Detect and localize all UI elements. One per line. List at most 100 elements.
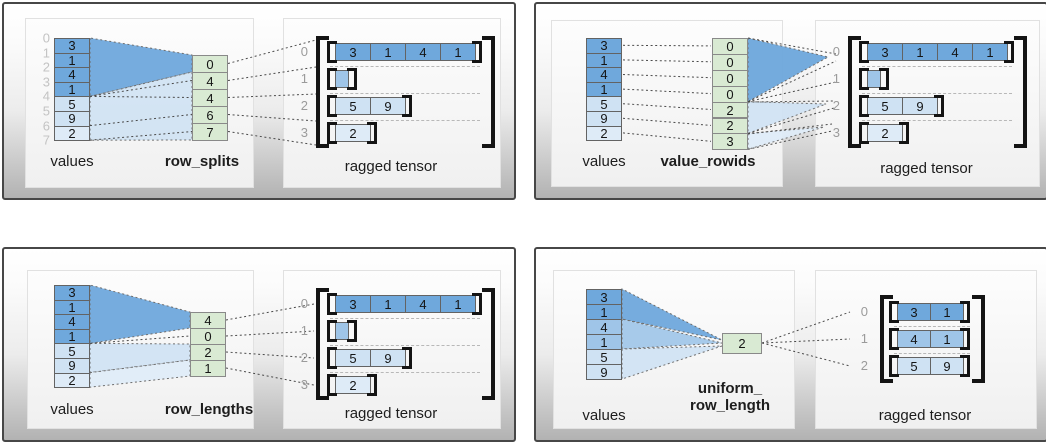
values-label: values (50, 153, 94, 170)
panel-uniform-row-length: values uniform_ row_length ragged tensor… (534, 247, 1046, 442)
outer-bracket-right (1014, 36, 1027, 148)
row-bracket-left (327, 374, 337, 396)
values-label: values (582, 153, 626, 170)
tensor-cell: 4 (405, 295, 441, 313)
value-cell: 4 (54, 314, 90, 330)
row-separator (330, 92, 480, 94)
tensor-cell: 4 (405, 43, 441, 61)
row-bracket-right (934, 95, 944, 117)
row-separator (894, 352, 970, 354)
row-bracket-left (327, 41, 337, 63)
param-cell: 2 (190, 344, 226, 361)
tensor-row-index: 3 (832, 125, 840, 140)
value-cell: 1 (586, 81, 622, 98)
method-label-line2: row_length (689, 397, 770, 414)
param-cell: 4 (190, 312, 226, 329)
row-bracket-left (859, 68, 869, 90)
row-separator (894, 325, 970, 327)
param-cell: 7 (192, 123, 228, 141)
value-boundary-index: 0 (42, 30, 50, 46)
tensor-row-index: 0 (300, 296, 308, 311)
tensor-cell: 1 (930, 303, 964, 321)
row-bracket-left (327, 320, 337, 342)
tensor-row-index: 2 (860, 358, 868, 373)
param-cell: 4 (192, 89, 228, 107)
row-bracket-left (859, 122, 869, 144)
value-cell: 4 (586, 319, 622, 335)
tensor-cell: 4 (897, 330, 931, 348)
row-bracket-right (960, 355, 970, 377)
row-bracket-right (879, 68, 889, 90)
tensor-row-index: 1 (832, 71, 840, 86)
row-separator (330, 371, 480, 373)
tensor-cell: 2 (335, 124, 371, 142)
empty-row-box (335, 70, 349, 88)
value-cell: 1 (586, 304, 622, 320)
tensor-row-index: 0 (300, 44, 308, 59)
tensor-row-index: 1 (860, 331, 868, 346)
row-separator (330, 65, 480, 67)
tensor-cell: 9 (370, 97, 406, 115)
tensor-row-index: 2 (300, 98, 308, 113)
param-cell: 1 (190, 360, 226, 377)
outer-bracket-left (316, 288, 329, 400)
value-cell: 2 (54, 125, 90, 142)
tensor-row-index: 2 (832, 98, 840, 113)
row-bracket-left (327, 95, 337, 117)
row-bracket-right (960, 301, 970, 323)
method-label: uniform_ row_length (665, 380, 795, 414)
row-separator (330, 344, 480, 346)
row-bracket-left (327, 68, 337, 90)
tensor-cell: 5 (335, 349, 371, 367)
row-bracket-left (859, 95, 869, 117)
tensor-cell: 5 (335, 97, 371, 115)
value-boundary-index: 7 (42, 132, 50, 148)
value-cell: 5 (54, 96, 90, 112)
value-cell: 5 (586, 96, 622, 112)
param-cell: 0 (712, 38, 748, 55)
row-bracket-right (899, 122, 909, 144)
tensor-cell: 5 (897, 357, 931, 375)
tensor-cell: 1 (440, 43, 476, 61)
row-bracket-left (327, 293, 337, 315)
value-cell: 4 (586, 67, 622, 83)
value-boundary-index: 2 (42, 59, 50, 75)
tensor-cell: 1 (972, 43, 1008, 61)
ragged-tensor-label: ragged tensor (878, 407, 972, 424)
row-bracket-left (327, 122, 337, 144)
tensor-row-index: 1 (300, 323, 308, 338)
row-bracket-right (347, 320, 357, 342)
outer-bracket-left (848, 36, 861, 148)
tensor-row-index: 2 (300, 350, 308, 365)
param-cell: 2 (722, 333, 762, 354)
param-cell: 0 (190, 328, 226, 345)
row-bracket-right (347, 68, 357, 90)
tensor-cell: 2 (335, 376, 371, 394)
param-cell: 2 (712, 117, 748, 135)
tensor-row-index: 3 (300, 125, 308, 140)
param-cell: 6 (192, 106, 228, 124)
value-cell: 3 (54, 285, 90, 301)
value-cell: 1 (54, 52, 90, 69)
param-cell: 0 (192, 55, 228, 73)
value-boundary-index: 5 (42, 103, 50, 119)
values-label: values (50, 401, 94, 418)
value-cell: 3 (586, 289, 622, 305)
value-cell: 2 (54, 372, 90, 389)
outer-bracket-left (880, 295, 893, 383)
tensor-cell: 9 (370, 349, 406, 367)
empty-row-box (867, 70, 881, 88)
row-bracket-left (327, 347, 337, 369)
value-cell: 9 (54, 111, 90, 127)
value-cell: 1 (586, 52, 622, 69)
ragged-tensor-label: ragged tensor (344, 405, 438, 422)
param-cell: 0 (712, 85, 748, 103)
value-cell: 1 (54, 299, 90, 316)
value-cell: 1 (54, 328, 90, 345)
tensor-cell: 9 (902, 97, 938, 115)
outer-bracket-right (482, 36, 495, 148)
row-separator (330, 119, 480, 121)
